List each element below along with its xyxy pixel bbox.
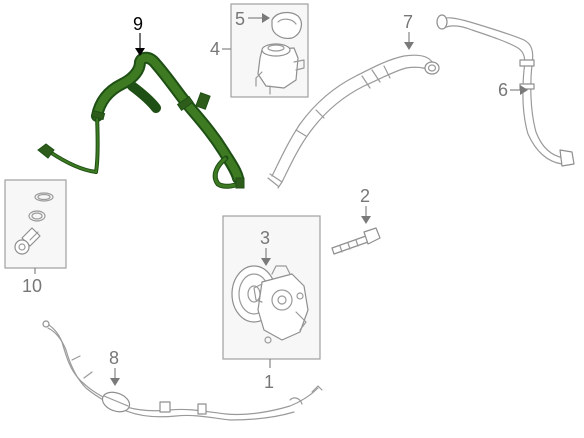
callout-7-label: 7 [403,12,413,32]
part-2-bolt[interactable] [331,227,381,255]
callout-8-label: 8 [109,348,119,368]
pressure-hose-part-9[interactable] [37,51,245,189]
part-1-pump-box[interactable] [222,215,321,360]
part-5-reservoir-cap[interactable] [271,11,302,39]
callout-1-label: 1 [264,372,274,392]
callout-3: 3 [260,228,271,266]
callout-10: 10 [22,268,42,296]
part-3-power-steering-pump[interactable] [231,265,309,344]
part-8-lower-line[interactable] [42,320,323,421]
part-6-cooler-line[interactable] [436,14,575,167]
callout-7: 7 [403,12,414,50]
callout-5-label: 5 [235,9,245,29]
callout-2-label: 2 [360,186,370,206]
callout-1: 1 [264,359,274,392]
callout-3-label: 3 [260,228,270,248]
callout-10-label: 10 [22,276,42,296]
callout-5: 5 [235,9,270,29]
callout-4-label: 4 [210,39,220,59]
part-10-box[interactable] [4,179,67,269]
part-4-reservoir-box[interactable] [230,3,309,98]
callout-4: 4 [210,39,231,59]
part-7-return-hose[interactable] [267,54,440,189]
callout-9: 9 [133,14,145,56]
callout-6-label: 6 [498,80,508,100]
callout-6: 6 [498,80,528,100]
callout-9-label: 9 [133,14,143,34]
callout-8: 8 [109,348,120,386]
callout-2: 2 [360,186,371,224]
